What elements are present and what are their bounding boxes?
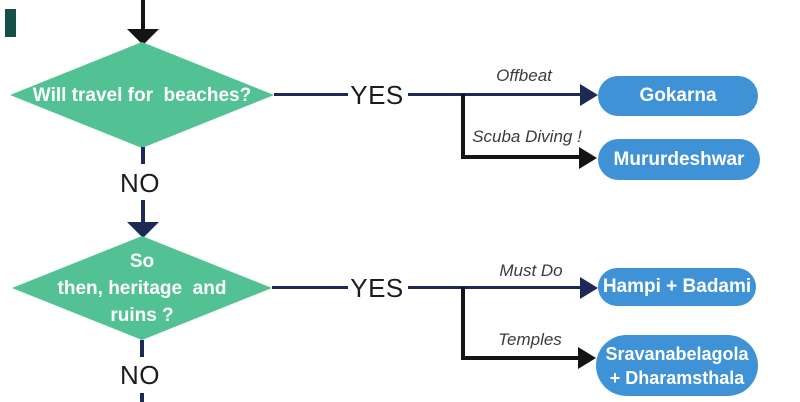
- cropped-shape-fragment: [5, 9, 16, 37]
- no2-line-top: [140, 340, 144, 357]
- no1-label: NO: [120, 168, 160, 198]
- decision-beaches-question: Will travel for beaches?: [32, 84, 252, 106]
- gokarna-arrowhead-icon: [580, 84, 598, 106]
- entry-arrowhead-icon: [127, 29, 159, 45]
- entry-connector-line: [141, 0, 145, 30]
- yes2-line-left: [272, 286, 348, 289]
- no2-line-stub: [140, 393, 144, 402]
- result-gokarna: Gokarna: [598, 76, 758, 116]
- result-mururdeshwar: Mururdeshwar: [598, 139, 760, 180]
- branch-mustdo-label: Must Do: [499, 261, 563, 280]
- no1-line-bottom: [141, 200, 145, 222]
- result-sravanabelagola-label: Sravanabelagola + Dharamsthala: [605, 343, 749, 388]
- branch2-horizontal-line: [461, 356, 578, 360]
- result-sravanabelagola: Sravanabelagola + Dharamsthala: [596, 335, 758, 396]
- sravanabelagola-arrowhead-icon: [578, 347, 596, 369]
- no1-line-top: [141, 147, 145, 164]
- result-gokarna-label: Gokarna: [639, 85, 717, 106]
- hampi-arrowhead-icon: [580, 277, 598, 299]
- branch-temples-label: Temples: [498, 330, 562, 349]
- yes2-line-right: [408, 286, 580, 289]
- branch2-vertical-line: [461, 287, 465, 360]
- yes2-label: YES: [350, 273, 404, 303]
- yes1-line-right: [408, 93, 580, 96]
- branch-scuba-label: Scuba Diving !: [472, 127, 582, 146]
- decision-heritage-question: So then, heritage and ruins ?: [57, 250, 227, 326]
- branch1-vertical-line: [461, 94, 465, 156]
- yes1-label: YES: [350, 80, 404, 110]
- yes1-line-left: [274, 93, 348, 96]
- branch-offbeat-label: Offbeat: [496, 66, 552, 85]
- decision2-arrowhead-icon: [127, 222, 159, 238]
- mururdeshwar-arrowhead-icon: [579, 147, 597, 169]
- result-hampi-badami-label: Hampi + Badami: [602, 276, 752, 297]
- branch1-horizontal-line: [461, 155, 579, 159]
- no2-label: NO: [120, 360, 160, 390]
- result-mururdeshwar-label: Mururdeshwar: [613, 148, 745, 170]
- result-hampi-badami: Hampi + Badami: [598, 268, 756, 306]
